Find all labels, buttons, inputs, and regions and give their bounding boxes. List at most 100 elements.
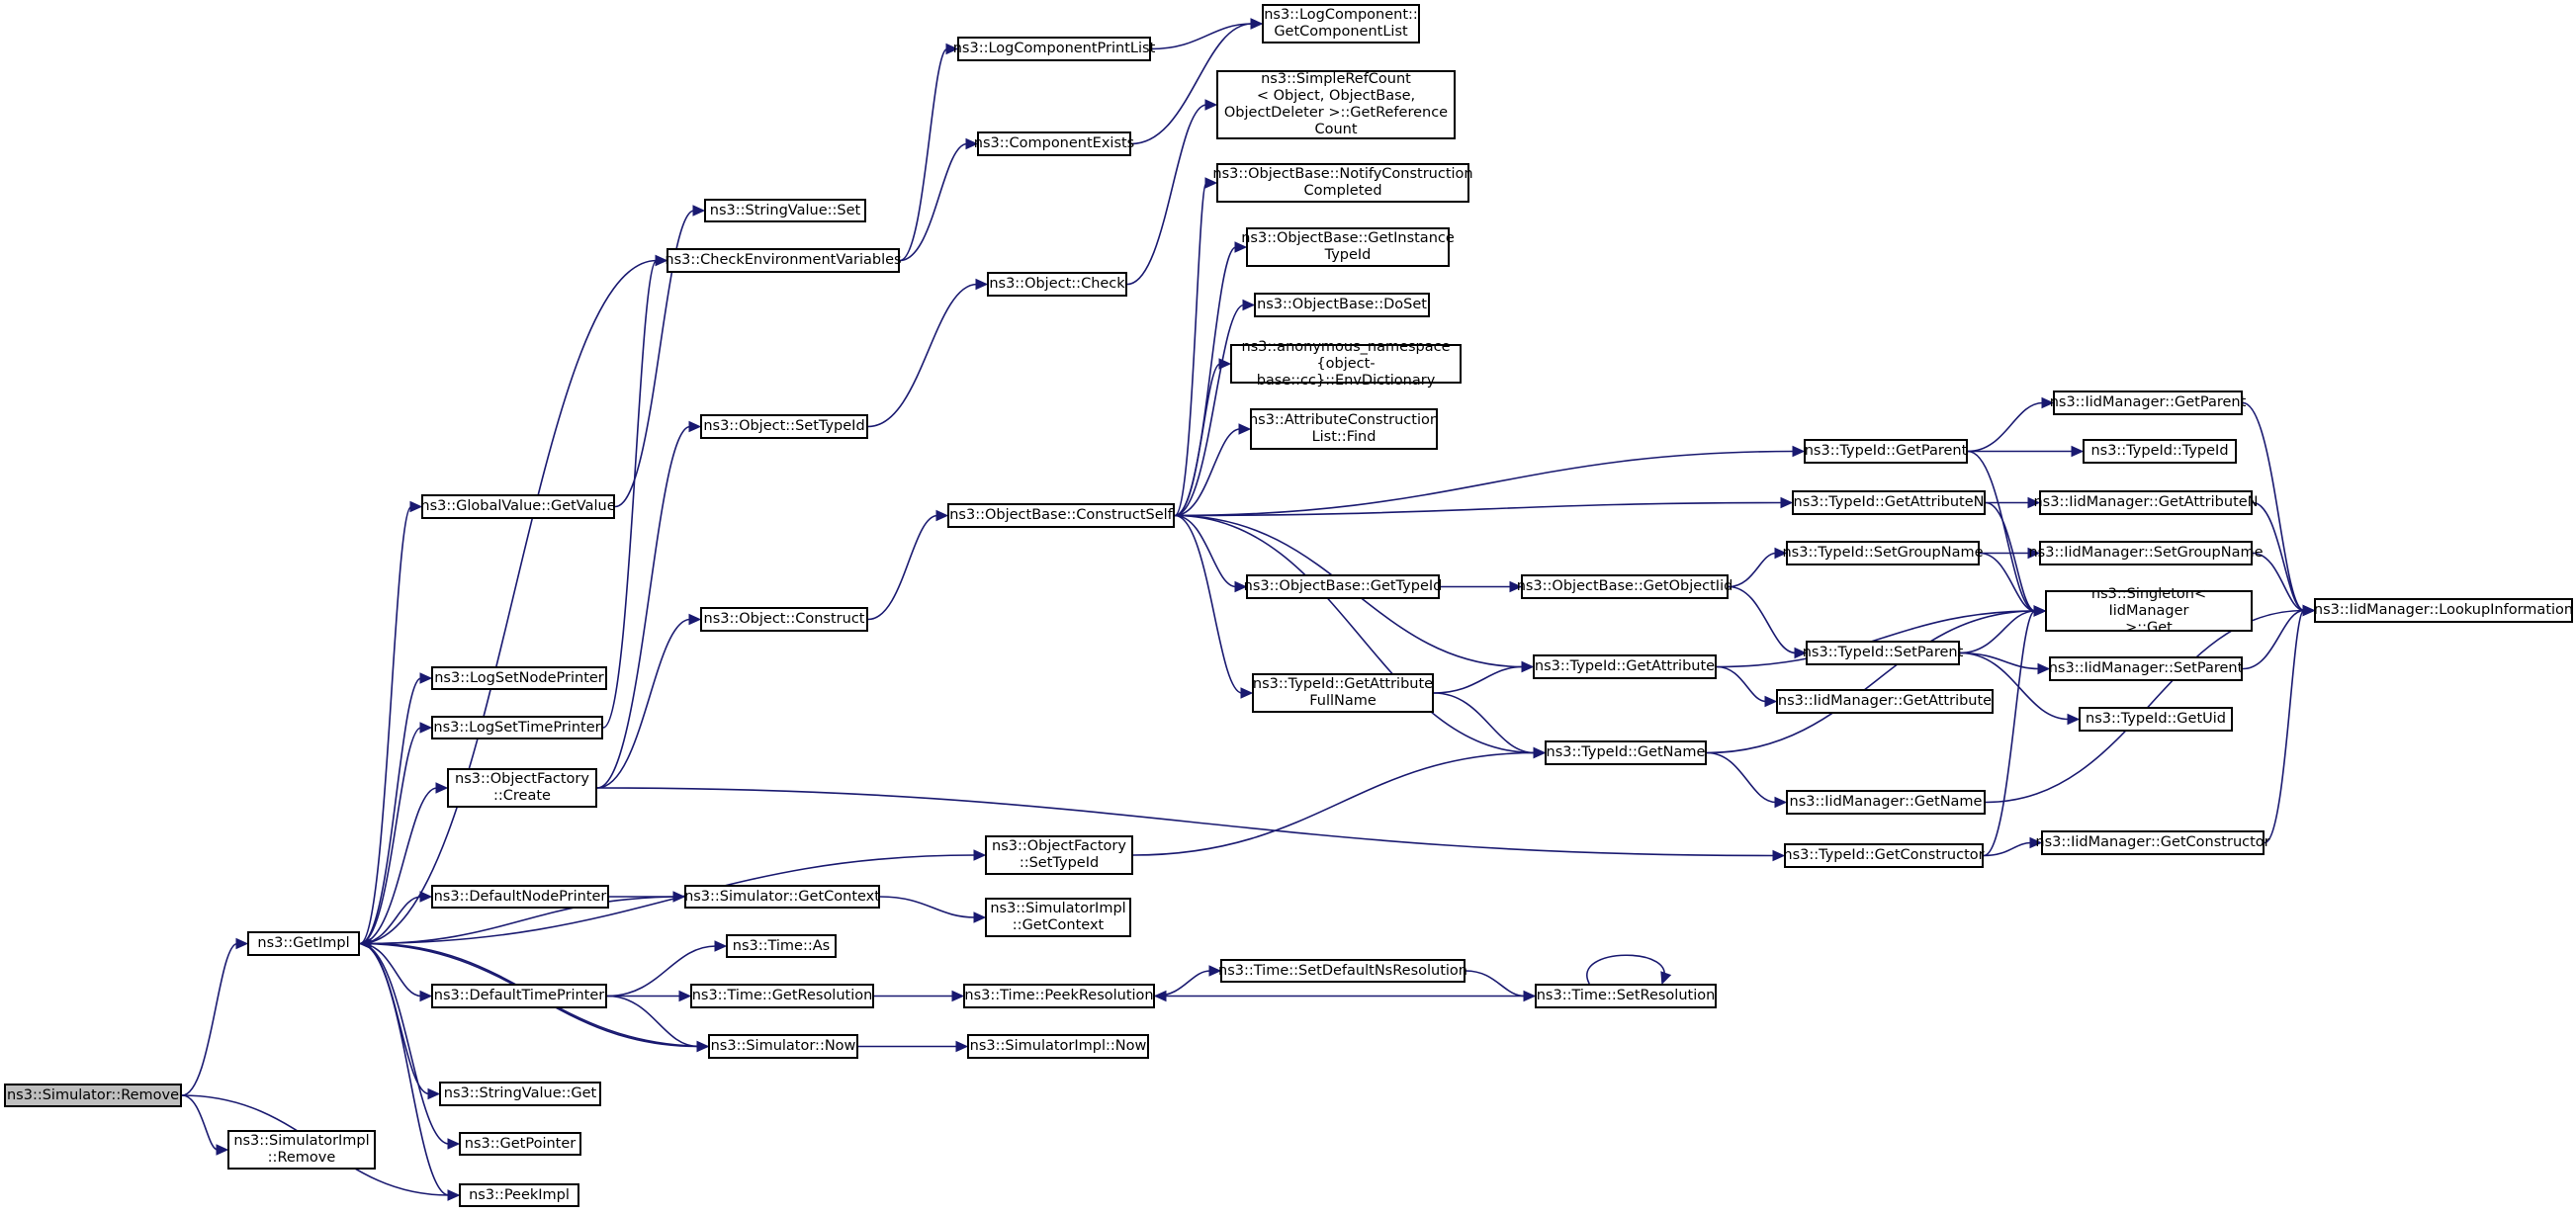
graph-node-object-settypeid[interactable]: ns3::Object::SetTypeId [700, 414, 868, 439]
graph-node-iid-getname[interactable]: ns3::IidManager::GetName [1786, 790, 1986, 815]
graph-node-getattributefullname[interactable]: ns3::TypeId::GetAttribute FullName [1252, 673, 1434, 713]
graph-node-doset[interactable]: ns3::ObjectBase::DoSet [1254, 293, 1430, 317]
graph-edge-getattributefullname-to-typeid-getattribute [1433, 665, 1524, 694]
graph-node-iid-getconstructor[interactable]: ns3::IidManager::GetConstructor [2035, 830, 2270, 855]
graph-node-componentexists[interactable]: ns3::ComponentExists [974, 131, 1134, 156]
graph-edge-setresolution-to-setresolution [1586, 954, 1665, 985]
graph-edge-typeid-setgroupname-to-iid-setgroupname-arrow [2027, 547, 2041, 560]
graph-node-peekresolution[interactable]: ns3::Time::PeekResolution [963, 984, 1155, 1008]
graph-node-logcomponentprintlist[interactable]: ns3::LogComponentPrintList [953, 37, 1155, 61]
graph-node-getimpl[interactable]: ns3::GetImpl [247, 931, 360, 956]
graph-node-iid-getparent[interactable]: ns3::IidManager::GetParent [2050, 391, 2246, 415]
graph-edge-remove-to-getimpl-arrow [235, 937, 249, 950]
graph-edge-constructself-to-objectbase-gettypeid [1174, 514, 1237, 588]
graph-node-stringvalue-get[interactable]: ns3::StringValue::Get [439, 1082, 601, 1106]
graph-edge-typeid-getparent-to-iid-getparent [1967, 401, 2044, 453]
graph-edge-checkenv-to-logcomponentprintlist-arrow [945, 43, 959, 55]
graph-node-objectfactory-settypeid[interactable]: ns3::ObjectFactory ::SetTypeId [985, 835, 1133, 875]
graph-edge-simulator-getcontext-to-getimpl [369, 896, 685, 945]
graph-node-singleton-get[interactable]: ns3::Singleton< IidManager >::Get [2045, 586, 2253, 636]
graph-node-object-check[interactable]: ns3::Object::Check [987, 272, 1127, 297]
graph-node-stringvalue-set[interactable]: ns3::StringValue::Set [704, 199, 866, 222]
graph-node-typeid-getparent[interactable]: ns3::TypeId::GetParent [1804, 439, 1968, 464]
graph-node-notifyconstruction[interactable]: ns3::ObjectBase::NotifyConstruction Comp… [1212, 163, 1473, 203]
graph-node-iid-lookupinformation[interactable]: ns3::IidManager::LookupInformation [2314, 598, 2573, 623]
graph-edge-typeid-getname-to-singleton-get [1706, 610, 2036, 754]
graph-edge-constructself-to-attrconstructionfind-arrow [1238, 423, 1252, 435]
graph-edge-constructself-to-getinstancetypeid [1174, 246, 1237, 517]
graph-edge-getimpl-to-defaulttimeprinter [359, 942, 422, 998]
graph-node-setresolution[interactable]: ns3::Time::SetResolution [1535, 984, 1717, 1008]
graph-edge-objectfactory-create-to-object-construct-arrow [688, 613, 702, 626]
graph-edge-objectfactory-create-to-object-settypeid-arrow [688, 420, 702, 433]
graph-node-simulator-getcontext[interactable]: ns3::Simulator::GetContext [684, 885, 880, 909]
graph-edge-object-check-to-getreferencecount-arrow [1204, 99, 1218, 111]
graph-node-typeid-getattribute[interactable]: ns3::TypeId::GetAttribute [1533, 654, 1717, 679]
graph-node-getcomponentlist[interactable]: ns3::LogComponent:: GetComponentList [1262, 4, 1420, 43]
graph-node-simulator-now[interactable]: ns3::Simulator::Now [708, 1034, 858, 1059]
graph-edge-typeid-setparent-to-iid-setparent-arrow [2037, 662, 2051, 675]
graph-node-remove: ns3::Simulator::Remove [4, 1084, 182, 1107]
graph-node-typeid-getattributen[interactable]: ns3::TypeId::GetAttributeN [1792, 490, 1986, 515]
graph-node-typeid-getconstructor[interactable]: ns3::TypeId::GetConstructor [1783, 843, 1985, 868]
graph-edge-typeid-setparent-to-singleton-get [1959, 610, 2036, 654]
graph-node-iid-getattributen[interactable]: ns3::IidManager::GetAttributeN [2033, 490, 2259, 515]
graph-edge-typeid-getattributen-to-iid-getattributen-arrow [2027, 496, 2041, 509]
graph-node-typeid-getuid[interactable]: ns3::TypeId::GetUid [2079, 707, 2233, 732]
graph-edge-getimpl-to-logsettimeprinter [359, 727, 422, 945]
graph-node-checkenv[interactable]: ns3::CheckEnvironmentVariables [665, 248, 902, 273]
graph-node-simimpl-remove[interactable]: ns3::SimulatorImpl ::Remove [227, 1130, 376, 1170]
graph-edge-checkenv-to-componentexists [899, 142, 968, 262]
graph-node-envdictionary[interactable]: ns3::anonymous_namespace {object-base::c… [1230, 339, 1462, 389]
graph-edge-typeid-getattributen-to-singleton-get [1985, 501, 2036, 612]
graph-edge-typeid-getconstructor-to-iid-getconstructor-arrow [2029, 836, 2043, 849]
graph-node-simimpl-getcontext[interactable]: ns3::SimulatorImpl ::GetContext [985, 898, 1131, 937]
graph-node-setdefaultnsresolution[interactable]: ns3::Time::SetDefaultNsResolution [1218, 959, 1467, 983]
graph-node-typeid-setparent[interactable]: ns3::TypeId::SetParent [1803, 641, 1963, 665]
graph-edge-defaulttimeprinter-to-time-as-arrow [714, 940, 728, 952]
graph-node-getpointer[interactable]: ns3::GetPointer [459, 1132, 581, 1156]
graph-node-time-as[interactable]: ns3::Time::As [726, 934, 837, 958]
graph-edge-typeid-getattribute-to-singleton-get [1716, 610, 2036, 668]
graph-edge-constructself-to-typeid-getattributen [1174, 501, 1783, 517]
graph-node-simimpl-now[interactable]: ns3::SimulatorImpl::Now [967, 1034, 1149, 1059]
graph-edge-constructself-to-typeid-getname [1174, 514, 1536, 754]
graph-node-constructself[interactable]: ns3::ObjectBase::ConstructSelf [947, 503, 1175, 528]
graph-node-defaulttimeprinter[interactable]: ns3::DefaultTimePrinter [431, 984, 607, 1008]
graph-node-time-getresolution[interactable]: ns3::Time::GetResolution [690, 984, 874, 1008]
graph-node-logsettimeprinter[interactable]: ns3::LogSetTimePrinter [431, 716, 603, 739]
graph-edge-checkenv-to-componentexists-arrow [965, 137, 979, 150]
graph-edge-typeid-getattribute-to-iid-getattribute [1716, 665, 1767, 703]
graph-node-defaultnodeprinter[interactable]: ns3::DefaultNodePrinter [431, 885, 609, 909]
graph-node-object-construct[interactable]: ns3::Object::Construct [700, 607, 868, 632]
graph-node-getobjectiid[interactable]: ns3::ObjectBase::GetObjectIid [1517, 574, 1732, 599]
graph-edge-getimpl-to-objectfactory-create [359, 787, 438, 945]
graph-node-globalvalue-getvalue[interactable]: ns3::GlobalValue::GetValue [420, 494, 616, 519]
graph-node-typeid-getname[interactable]: ns3::TypeId::GetName [1545, 740, 1707, 765]
graph-edge-constructself-to-typeid-getparent-arrow [1792, 445, 1806, 458]
graph-edge-globalvalue-getvalue-to-stringvalue-set-arrow [692, 205, 706, 217]
graph-edge-constructself-to-notifyconstruction-arrow [1204, 177, 1218, 189]
graph-edge-getimpl-to-stringvalue-get [359, 942, 430, 1095]
graph-node-getinstancetypeid[interactable]: ns3::ObjectBase::GetInstance TypeId [1241, 227, 1455, 267]
graph-edge-getimpl-to-defaultnodeprinter-arrow [419, 891, 433, 903]
graph-node-peekimpl[interactable]: ns3::PeekImpl [459, 1183, 579, 1207]
graph-edge-constructself-to-objectbase-gettypeid-arrow [1234, 580, 1248, 593]
graph-edge-objectfactory-create-to-object-settypeid [596, 425, 691, 789]
graph-node-iid-setparent[interactable]: ns3::IidManager::SetParent [2049, 656, 2243, 681]
graph-node-objectfactory-create[interactable]: ns3::ObjectFactory ::Create [447, 768, 597, 808]
graph-edge-defaulttimeprinter-to-simulator-now [606, 995, 699, 1048]
graph-node-getreferencecount[interactable]: ns3::SimpleRefCount < Object, ObjectBase… [1216, 70, 1456, 139]
graph-edge-simulator-getcontext-to-simimpl-getcontext-arrow [973, 911, 987, 923]
graph-node-typeid-typeid[interactable]: ns3::TypeId::TypeId [2083, 439, 2237, 464]
graph-node-logsetnodeprinter[interactable]: ns3::LogSetNodePrinter [431, 666, 607, 690]
graph-node-attrconstructionfind[interactable]: ns3::AttributeConstruction List::Find [1249, 408, 1439, 450]
graph-edge-getimpl-to-getpointer-arrow [447, 1138, 461, 1150]
graph-node-objectbase-gettypeid[interactable]: ns3::ObjectBase::GetTypeId [1244, 574, 1442, 599]
graph-edge-typeid-getname-to-iid-getname [1706, 751, 1777, 804]
graph-node-iid-getattribute[interactable]: ns3::IidManager::GetAttribute [1776, 689, 1994, 714]
graph-node-typeid-setgroupname[interactable]: ns3::TypeId::SetGroupName [1782, 541, 1984, 565]
graph-node-iid-setgroupname[interactable]: ns3::IidManager::SetGroupName [2028, 541, 2264, 565]
